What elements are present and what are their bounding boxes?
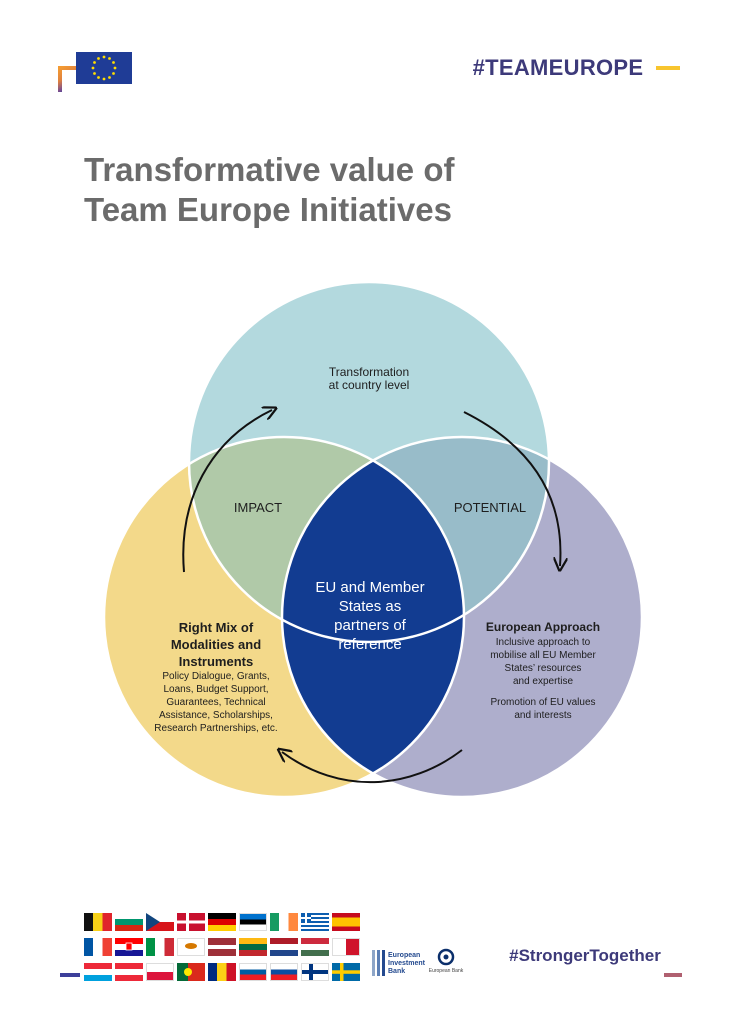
cycle-arrow-top-left (182, 410, 272, 573)
team-europe-hashtag: #TEAMEUROPE (472, 55, 644, 80)
flag-finland-icon (301, 963, 329, 981)
member-state-flag-icons (84, 913, 362, 983)
flag-luxembourg-icon (84, 963, 112, 981)
flag-latvia-icon (208, 938, 236, 956)
eib-logo: European Investment Bank (372, 950, 432, 980)
flag-slovenia-icon (239, 963, 267, 981)
flag-spain-icon (332, 913, 360, 931)
flag-italy-icon (146, 938, 174, 956)
flag-cyprus-icon (177, 938, 205, 956)
stronger-together-hashtag: #StrongerTogether (509, 946, 661, 965)
flag-portugal-icon (177, 963, 205, 981)
flag-czechia-icon (146, 913, 174, 931)
flag-ireland-icon (270, 913, 298, 931)
flag-poland-icon (146, 963, 174, 981)
eu-flag-icon (76, 52, 132, 84)
flag-estonia-icon (239, 913, 267, 931)
flag-lithuania-icon (239, 938, 267, 956)
center-label: EU and Member States as partners of refe… (315, 579, 425, 653)
flag-greece-icon (301, 913, 329, 931)
flag-sweden-icon (332, 963, 360, 981)
title-line-1: Transformative value of (84, 151, 455, 188)
impact-label: IMPACT (233, 500, 283, 515)
flag-romania-icon (208, 963, 236, 981)
page-title: Transformative value of Team Europe Init… (84, 150, 644, 230)
flag-austria-icon (115, 963, 143, 981)
flag-bulgaria-icon (115, 913, 143, 931)
potential-label: POTENTIAL (453, 500, 527, 515)
cycle-arrow-bottom (282, 750, 463, 784)
flag-belgium-icon (84, 913, 112, 931)
flag-croatia-icon (115, 938, 143, 956)
flag-slovakia-icon (270, 963, 298, 981)
left-circle-label: Right Mix of Modalities and Instruments … (154, 620, 278, 734)
flag-denmark-icon (177, 913, 205, 931)
flag-hungary-icon (301, 938, 329, 956)
top-circle-label: Transformation at country level (328, 365, 410, 392)
flag-netherlands-icon (270, 938, 298, 956)
flag-france-icon (84, 938, 112, 956)
flag-malta-icon (332, 938, 360, 956)
title-line-2: Team Europe Initiatives (84, 191, 452, 228)
flag-germany-icon (208, 913, 236, 931)
right-circle-label: European Approach Inclusive approach to … (485, 620, 601, 721)
ebrd-logo: European Bank (426, 948, 466, 980)
cycle-arrow-top-right (463, 411, 560, 566)
